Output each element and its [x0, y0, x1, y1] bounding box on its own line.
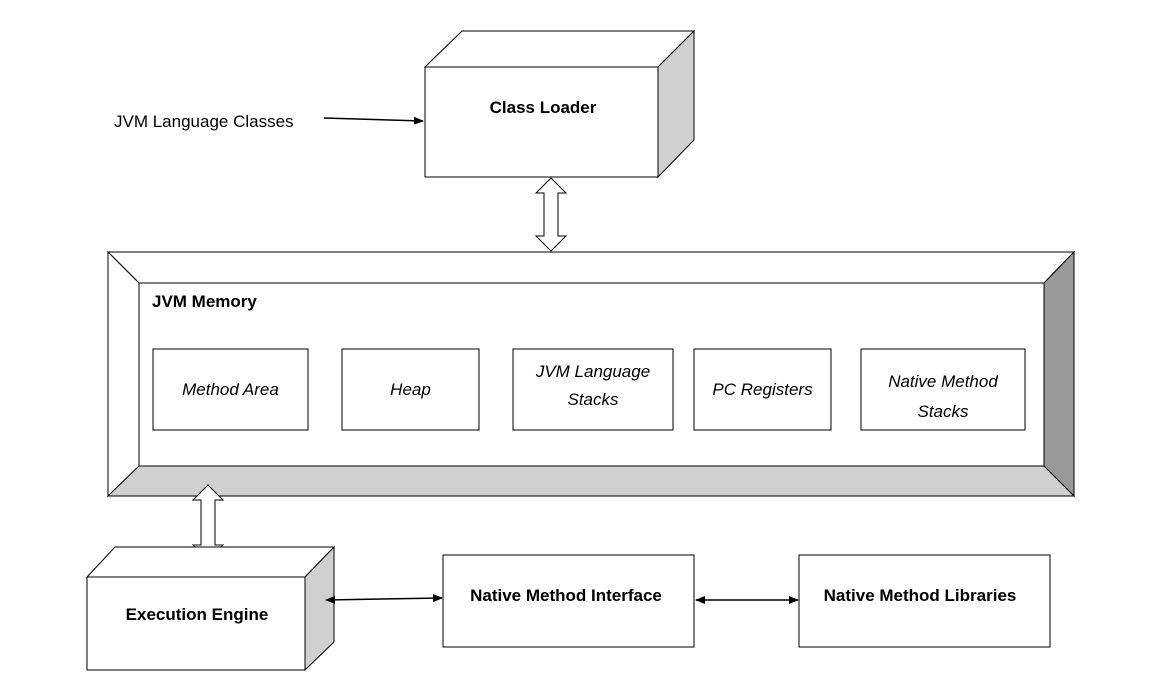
input-arrow [323, 116, 424, 125]
memory-area-method-area: Method Area [152, 348, 309, 431]
memory-area-label: Stacks [567, 390, 619, 409]
memory-area-pc-registers: PC Registers [693, 348, 832, 431]
input-label: JVM Language Classes [114, 112, 294, 131]
memory-area-label: PC Registers [712, 380, 813, 399]
memory-area-native-method-stacks: Native Method Stacks [860, 348, 1026, 431]
native-method-interface-label: Native Method Interface [470, 586, 662, 605]
memory-area-heap: Heap [341, 348, 480, 431]
memory-area-label: JVM Language [535, 362, 650, 381]
memory-area-label: Method Area [182, 380, 279, 399]
memory-area-label: Stacks [917, 402, 969, 421]
engine-interface-arrow [325, 594, 443, 604]
execution-engine-box: Execution Engine [85, 545, 336, 672]
loader-memory-double-arrow [534, 177, 568, 252]
native-method-libraries-label: Native Method Libraries [824, 586, 1017, 605]
class-loader-box: Class Loader [423, 29, 696, 179]
jvm-memory-title: JVM Memory [152, 292, 257, 311]
native-method-libraries-box: Native Method Libraries [798, 554, 1051, 648]
execution-engine-label: Execution Engine [126, 605, 269, 624]
native-method-interface-box: Native Method Interface [442, 554, 695, 648]
memory-area-label: Heap [390, 380, 431, 399]
memory-area-jvm-language-stacks: JVM Language Stacks [512, 348, 674, 431]
memory-area-label: Native Method [888, 372, 998, 391]
class-loader-label: Class Loader [490, 98, 597, 117]
